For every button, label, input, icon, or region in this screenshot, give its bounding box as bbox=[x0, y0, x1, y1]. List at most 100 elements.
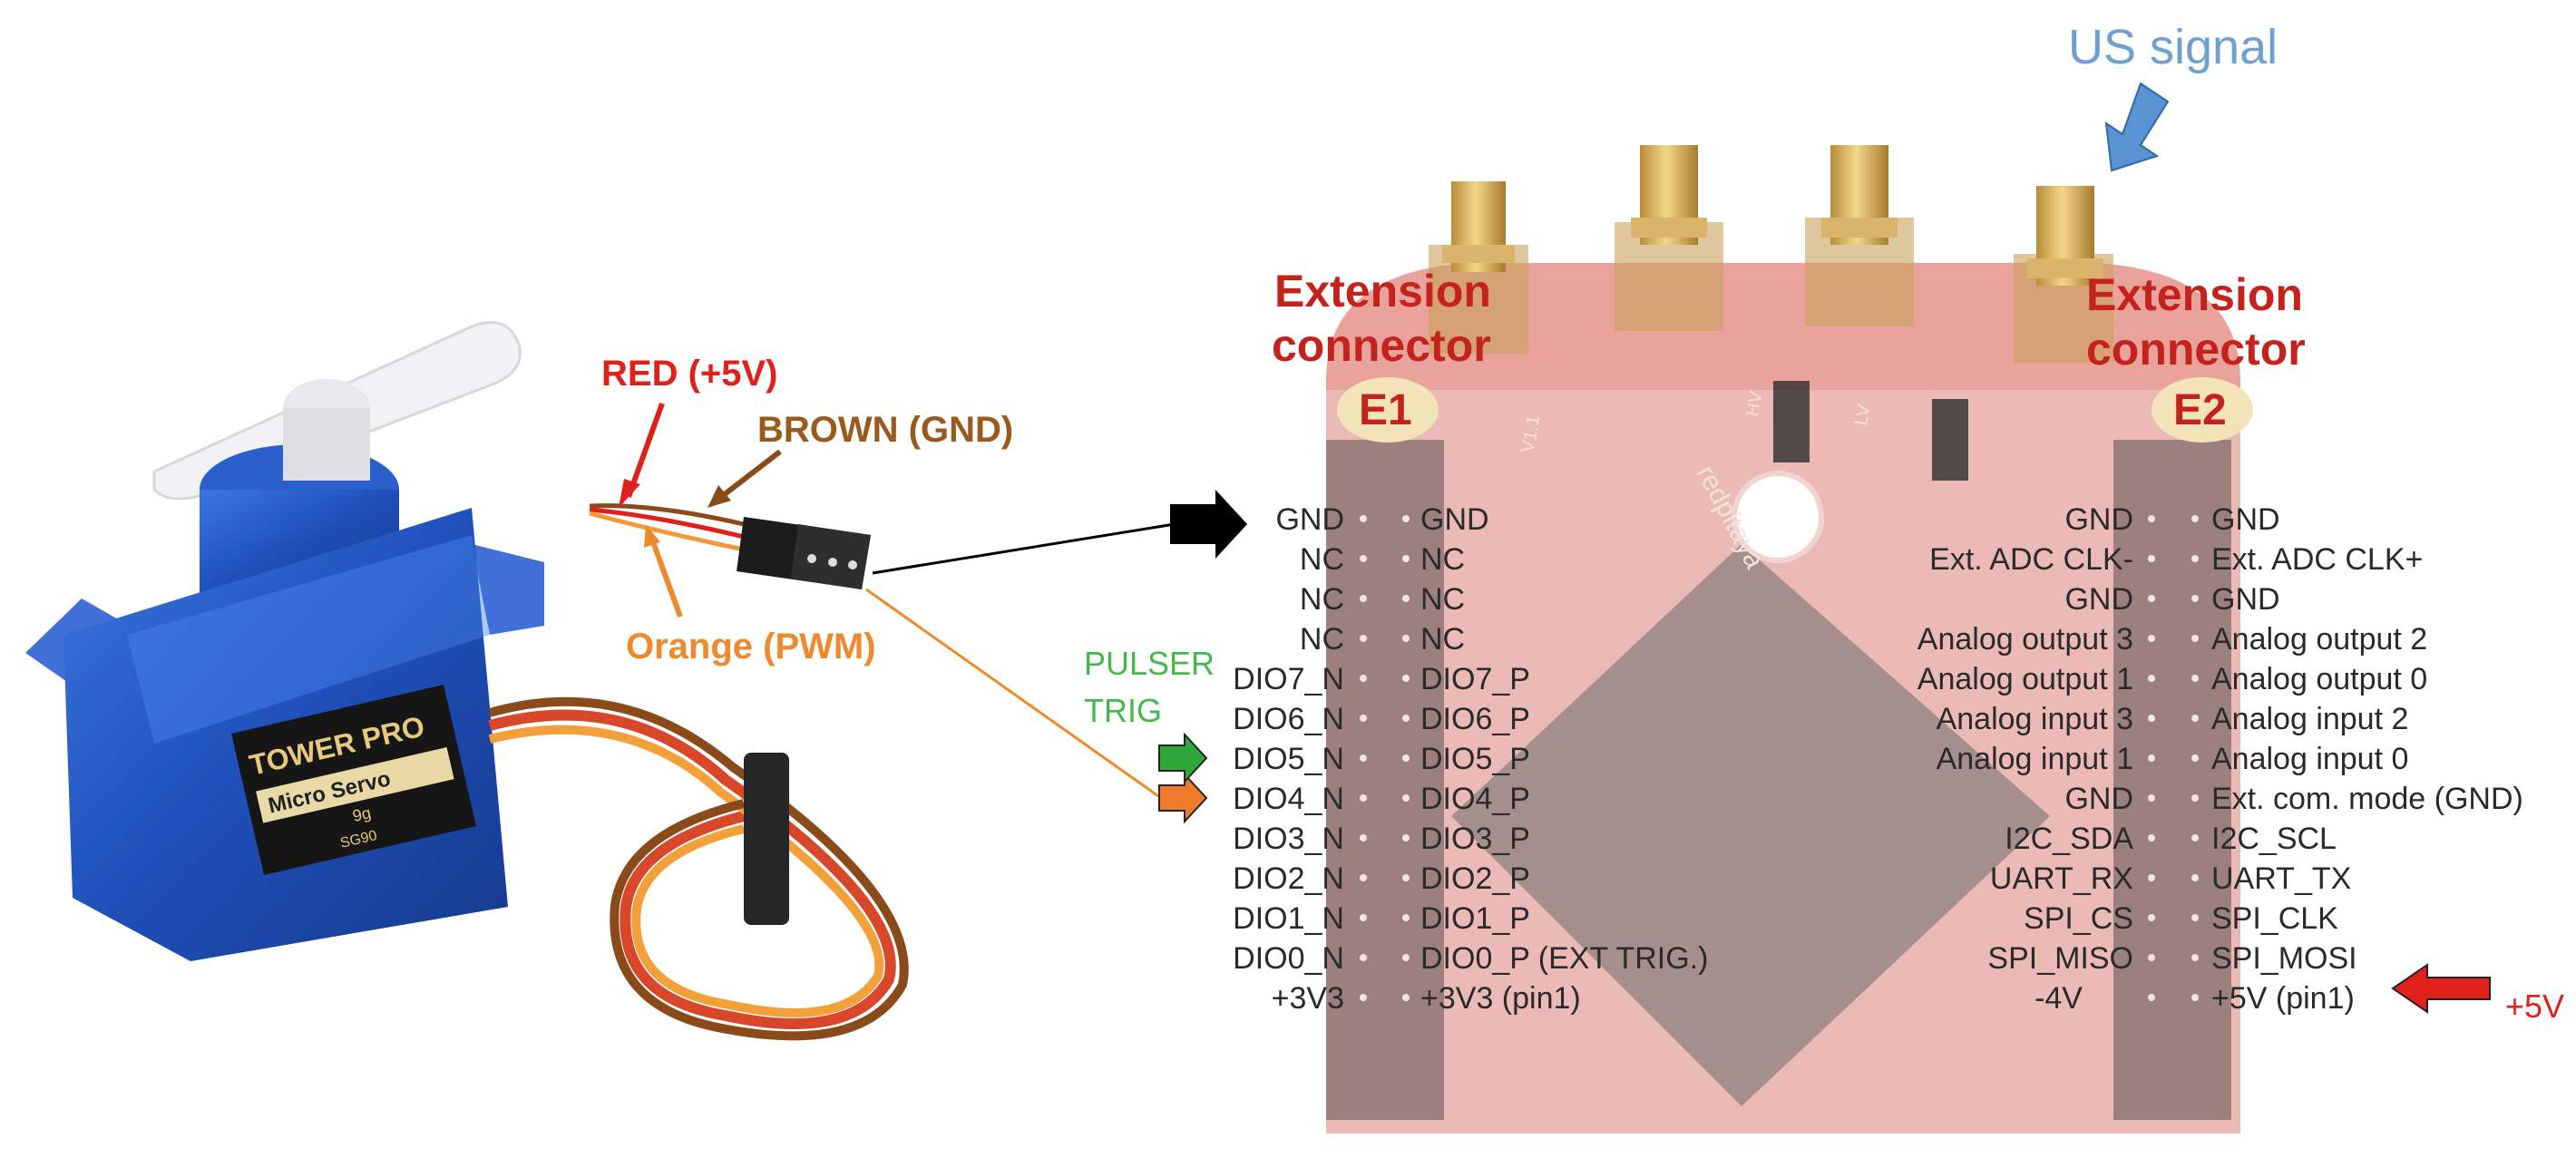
sma-connector-in1 bbox=[1805, 145, 1914, 326]
e2-title-line2: connector bbox=[2086, 324, 2306, 375]
e2-pin-label: I2C_SCL bbox=[2211, 822, 2337, 856]
plus5v-arrow bbox=[2391, 963, 2491, 1014]
servo-wires bbox=[589, 503, 745, 552]
red-wire-arrowhead bbox=[619, 479, 640, 508]
e2-pin-label: GND bbox=[2211, 582, 2280, 617]
e2-tag-bg bbox=[2152, 377, 2253, 443]
e1-tag: E1 bbox=[1359, 386, 1412, 434]
servo-motor-image: TOWER PRO Micro Servo 9g SG90 bbox=[25, 321, 909, 1041]
dio5-green-arrow bbox=[1158, 732, 1208, 784]
e2-right-pin-labels: GND Ext. ADC CLK+ GND Analog output 2 An… bbox=[2211, 502, 2523, 1016]
pwm-connection-line bbox=[865, 588, 1162, 800]
e2-pin-dots bbox=[2148, 515, 2199, 1001]
e1-pin-label: DIO4_N bbox=[1233, 782, 1344, 816]
red-wire-arrow bbox=[626, 402, 665, 499]
e1-pin-label: DIO4_P bbox=[1420, 782, 1530, 816]
plus5v-label: +5V bbox=[2505, 988, 2564, 1025]
mounting-hole bbox=[1732, 471, 1824, 563]
e2-pin-label: Analog input 1 bbox=[1937, 742, 2133, 776]
e1-pin-label: NC bbox=[1300, 622, 1344, 657]
e1-pin-label: DIO3_P bbox=[1420, 822, 1530, 856]
e2-pin-label: Analog output 1 bbox=[1917, 662, 2133, 696]
e2-pin-label: I2C_SDA bbox=[2005, 822, 2133, 856]
orange-wire-arrow bbox=[649, 535, 683, 618]
e1-pin-label: GND bbox=[1420, 502, 1489, 537]
e1-title-line2: connector bbox=[1272, 320, 1491, 371]
e1-pin-label: NC bbox=[1420, 582, 1465, 617]
e1-pin-label: DIO1_P bbox=[1420, 901, 1530, 936]
e2-pin-label: SPI_MISO bbox=[1987, 941, 2133, 976]
e2-pin-label: UART_RX bbox=[1990, 861, 2133, 896]
heatsink bbox=[1451, 544, 2050, 1106]
servo-cable-loop bbox=[488, 696, 909, 1041]
brown-wire-arrow bbox=[719, 449, 782, 500]
e2-pin-label: GND bbox=[2064, 582, 2133, 617]
e1-pin-label: DIO6_N bbox=[1233, 702, 1344, 736]
e2-pin-label: Analog output 2 bbox=[2211, 622, 2427, 657]
board-hv: HV bbox=[1742, 389, 1767, 418]
e1-pin-label: DIO6_P bbox=[1420, 702, 1530, 736]
e2-pin-label: Analog input 0 bbox=[2211, 742, 2408, 776]
e1-pin-label: DIO1_N bbox=[1233, 901, 1344, 936]
pulser-label-line1: PULSER bbox=[1084, 645, 1215, 682]
e1-header bbox=[1326, 440, 1444, 1120]
e1-right-pin-labels: GND NC NC NC DIO7_P DIO6_P DIO5_P DIO4_P… bbox=[1420, 502, 1708, 1016]
servo-model-num: 9g bbox=[351, 803, 373, 825]
e1-pin-label: DIO3_N bbox=[1233, 822, 1344, 856]
e1-tag-bg bbox=[1337, 377, 1439, 443]
gnd-arrow bbox=[1170, 490, 1247, 559]
e1-pin-label: DIO0_N bbox=[1233, 941, 1344, 976]
e2-pin-label: Analog output 0 bbox=[2211, 662, 2427, 696]
e1-title-line1: Extension bbox=[1274, 266, 1491, 316]
e2-pin-label: SPI_CLK bbox=[2211, 901, 2338, 936]
e1-pin-label: +3V3 bbox=[1272, 981, 1344, 1016]
e2-pin-label: Analog input 2 bbox=[2211, 702, 2408, 736]
hv-lv-jumper bbox=[1932, 399, 1968, 481]
e2-pin-label: SPI_CS bbox=[2024, 901, 2133, 936]
e1-pin-label: DIO7_P bbox=[1420, 662, 1530, 696]
e1-pin-label: DIO0_P (EXT TRIG.) bbox=[1420, 941, 1708, 976]
e2-tag: E2 bbox=[2173, 386, 2227, 434]
e1-pin-label: +3V3 (pin1) bbox=[1420, 981, 1581, 1016]
sma-connectors bbox=[1429, 145, 2113, 363]
pulser-label-line2: TRIG bbox=[1084, 692, 1162, 729]
e1-pin-label: DIO5_N bbox=[1233, 742, 1344, 776]
e2-pin-label: Ext. com. mode (GND) bbox=[2211, 782, 2523, 816]
e2-header bbox=[2113, 440, 2231, 1120]
e2-pin-label: UART_TX bbox=[2211, 861, 2351, 896]
board-image: redpitaya V1.1 HV LV bbox=[1326, 263, 2240, 1134]
gnd-connection-line bbox=[872, 522, 1176, 575]
servo-plug bbox=[744, 753, 789, 925]
orange-wire-arrowhead bbox=[644, 524, 660, 548]
e1-left-pin-labels: GND NC NC NC DIO7_N DIO6_N DIO5_N DIO4_N… bbox=[1233, 502, 1344, 1016]
e1-pin-dots bbox=[1360, 515, 1410, 1001]
e2-title-line1: Extension bbox=[2086, 269, 2303, 320]
brown-wire-label: BROWN (GND) bbox=[757, 410, 1013, 450]
us-signal-label: US signal bbox=[2068, 20, 2278, 74]
e2-pin-label: Analog input 3 bbox=[1937, 702, 2133, 736]
hv-lv-jumper bbox=[1773, 381, 1810, 462]
e1-pin-label: NC bbox=[1420, 542, 1465, 577]
e2-pin-label: SPI_MOSI bbox=[2211, 941, 2357, 976]
e2-pin-label: -4V bbox=[2034, 981, 2083, 1016]
e2-pin-label: GND bbox=[2211, 502, 2280, 537]
e1-pin-label: NC bbox=[1300, 542, 1344, 577]
sma-connector-in2 bbox=[1429, 181, 1528, 354]
e2-pin-label: +5V (pin1) bbox=[2211, 981, 2355, 1016]
e2-pin-label: Analog output 3 bbox=[1917, 622, 2133, 657]
sma-connector-out1 bbox=[1615, 145, 1723, 331]
board-lv: LV bbox=[1851, 403, 1875, 427]
orange-wire-label: Orange (PWM) bbox=[626, 627, 876, 667]
e2-pin-label: GND bbox=[2064, 502, 2133, 537]
us-signal-arrow bbox=[2104, 82, 2170, 172]
e1-pin-label: DIO2_N bbox=[1233, 861, 1344, 896]
dio4-orange-arrow bbox=[1158, 772, 1208, 824]
e2-pin-label: Ext. ADC CLK- bbox=[1929, 542, 2133, 577]
e1-pin-label: DIO5_P bbox=[1420, 742, 1530, 776]
e2-left-pin-labels: GND Ext. ADC CLK- GND Analog output 3 An… bbox=[1917, 502, 2134, 1016]
e1-pin-label: GND bbox=[1275, 502, 1344, 537]
e1-pin-label: DIO2_P bbox=[1420, 861, 1530, 896]
e1-pin-label: DIO7_N bbox=[1233, 662, 1344, 696]
sma-connector-us-signal bbox=[2014, 186, 2113, 363]
